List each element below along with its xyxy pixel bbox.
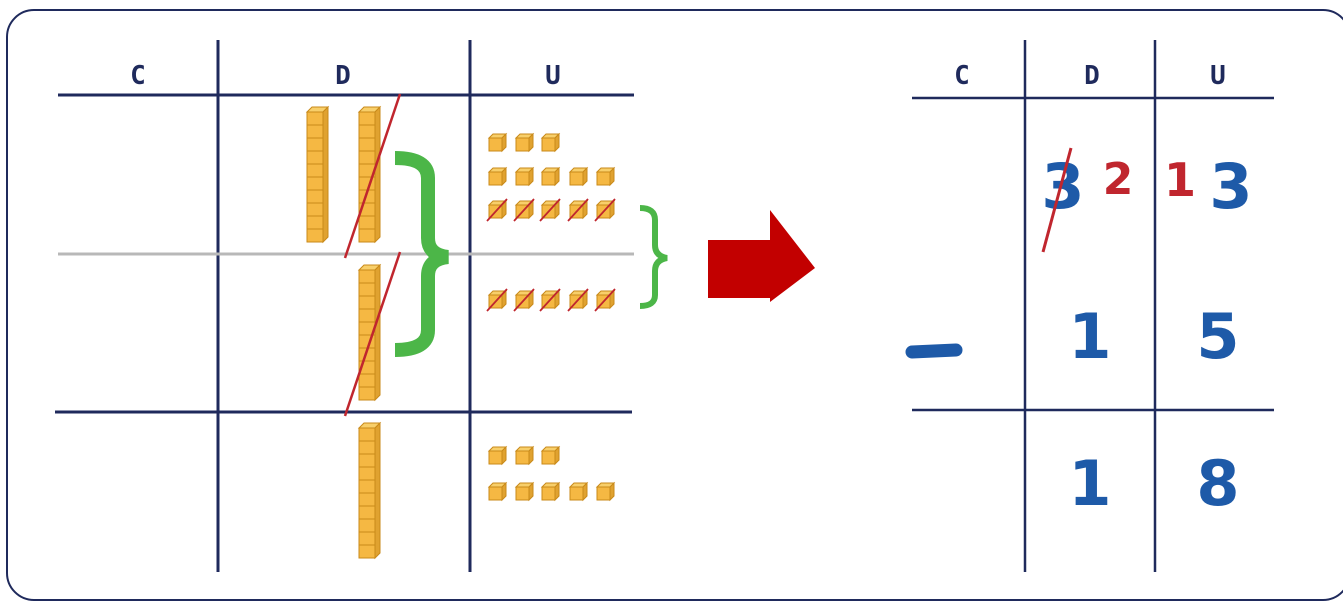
unit-cube bbox=[514, 166, 535, 187]
left-header-u: U bbox=[545, 61, 561, 91]
cube-face bbox=[515, 450, 530, 465]
cube-face bbox=[488, 450, 503, 465]
cube-face bbox=[596, 486, 611, 501]
unit-cube bbox=[595, 166, 616, 187]
unit-cube bbox=[513, 288, 535, 312]
tens-strike-mark bbox=[1041, 147, 1073, 253]
result-tens: 1 bbox=[1068, 447, 1111, 520]
unit-cube bbox=[513, 198, 535, 222]
tens-rod bbox=[343, 251, 402, 417]
subtrahend-tens: 1 bbox=[1068, 300, 1111, 373]
minuend-units: 3 bbox=[1209, 150, 1252, 223]
unit-cube bbox=[539, 288, 561, 312]
unit-cube bbox=[514, 445, 535, 466]
unit-cube bbox=[540, 166, 561, 187]
base-ten-blocks bbox=[305, 93, 616, 560]
unit-cube bbox=[487, 132, 508, 153]
tens-rod bbox=[305, 105, 330, 244]
cube-face bbox=[541, 137, 556, 152]
cube-strike bbox=[539, 288, 561, 312]
cube-strike bbox=[567, 288, 589, 312]
cube-strike bbox=[513, 198, 535, 222]
unit-cube bbox=[514, 481, 535, 502]
left-header-d: D bbox=[335, 61, 351, 91]
cube-strike bbox=[539, 198, 561, 222]
unit-cube bbox=[487, 445, 508, 466]
unit-cube bbox=[567, 198, 589, 222]
unit-cube bbox=[568, 166, 589, 187]
minus-sign bbox=[905, 343, 963, 359]
cube-face bbox=[541, 450, 556, 465]
unit-cube bbox=[595, 481, 616, 502]
right-header-d: D bbox=[1084, 61, 1100, 91]
minuend-tens-borrowed: 2 bbox=[1103, 154, 1134, 205]
cube-strike bbox=[594, 198, 616, 222]
rod-side bbox=[322, 105, 329, 244]
cube-strike bbox=[513, 288, 535, 312]
tens-rod bbox=[357, 421, 382, 560]
rod-side bbox=[374, 263, 381, 402]
unit-cube bbox=[594, 288, 616, 312]
unit-cube bbox=[540, 445, 561, 466]
unit-cube bbox=[486, 198, 508, 222]
unit-cube bbox=[594, 198, 616, 222]
arrow-icon bbox=[708, 210, 815, 302]
left-table-grid bbox=[55, 40, 634, 572]
minuend-units-carry: 1 bbox=[1164, 153, 1196, 207]
unit-cube bbox=[568, 481, 589, 502]
cube-face bbox=[515, 137, 530, 152]
unit-cube bbox=[567, 288, 589, 312]
cube-face bbox=[569, 171, 584, 186]
unit-cube bbox=[514, 132, 535, 153]
cube-face bbox=[488, 137, 503, 152]
cube-strike bbox=[594, 288, 616, 312]
right-table-grid bbox=[912, 40, 1274, 572]
unit-cube bbox=[540, 481, 561, 502]
units-brace bbox=[639, 205, 668, 309]
left-header-c: C bbox=[130, 61, 146, 91]
right-header-u: U bbox=[1210, 61, 1226, 91]
cube-face bbox=[515, 171, 530, 186]
tens-rod bbox=[343, 93, 402, 259]
rod-strike bbox=[343, 93, 402, 259]
cube-face bbox=[541, 171, 556, 186]
cube-face bbox=[569, 486, 584, 501]
rod-side bbox=[374, 421, 381, 560]
right-header-c: C bbox=[954, 61, 970, 91]
tens-brace bbox=[394, 151, 450, 357]
minuend-tens-original: 3 bbox=[1041, 150, 1084, 223]
rod-side bbox=[374, 105, 381, 244]
unit-cube bbox=[486, 288, 508, 312]
rod-strike bbox=[343, 251, 402, 417]
cube-strike bbox=[486, 288, 508, 312]
cube-face bbox=[596, 171, 611, 186]
cube-face bbox=[488, 171, 503, 186]
cube-face bbox=[488, 486, 503, 501]
cube-strike bbox=[567, 198, 589, 222]
cube-face bbox=[515, 486, 530, 501]
result-units: 8 bbox=[1196, 447, 1239, 520]
cube-strike bbox=[486, 198, 508, 222]
cube-face bbox=[541, 486, 556, 501]
subtrahend-units: 5 bbox=[1196, 300, 1239, 373]
unit-cube bbox=[540, 132, 561, 153]
diagram-frame bbox=[6, 9, 1343, 601]
unit-cube bbox=[487, 481, 508, 502]
unit-cube bbox=[487, 166, 508, 187]
unit-cube bbox=[539, 198, 561, 222]
